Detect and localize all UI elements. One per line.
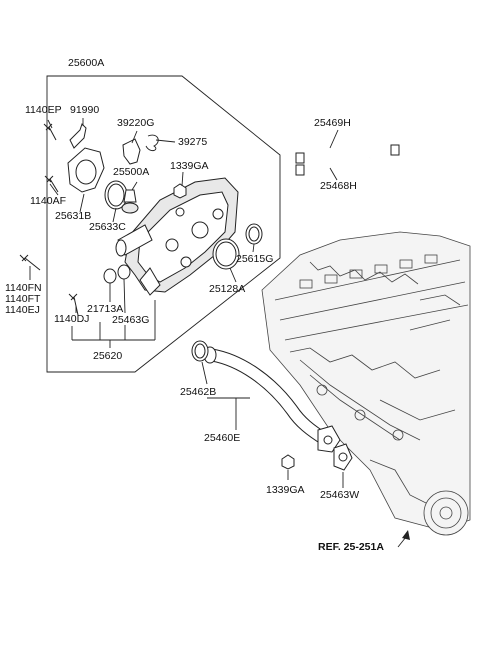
label-1339GA-top: 1339GA	[170, 160, 209, 172]
label-25128A: 25128A	[209, 283, 246, 295]
clip-drawing	[145, 134, 159, 152]
reference-label: REF. 25-251A	[318, 541, 384, 553]
label-25633C: 25633C	[89, 221, 126, 233]
thermostat-drawing	[121, 189, 139, 214]
label-25463W: 25463W	[320, 489, 360, 501]
nut-bottom-drawing	[281, 454, 295, 470]
label-39275: 39275	[178, 136, 208, 148]
label-25463G: 25463G	[112, 314, 150, 326]
nut-top-drawing	[173, 183, 187, 199]
label-1140DJ: 1140DJ	[54, 313, 90, 325]
label-25500A: 25500A	[113, 166, 150, 178]
label-25631B: 25631B	[55, 210, 92, 222]
cap-drawing	[103, 268, 117, 284]
label-1140EP: 1140EP	[25, 104, 62, 116]
water-outlet-housing-drawing	[115, 177, 239, 296]
label-1140AF: 1140AF	[30, 195, 66, 207]
label-25462B: 25462B	[180, 386, 217, 398]
label-25600A: 25600A	[68, 57, 105, 69]
heater-hoses-drawing	[295, 143, 400, 176]
water-pipe-drawing	[203, 346, 341, 453]
temp-sensor-drawing	[122, 138, 141, 165]
label-25469H: 25469H	[314, 117, 351, 129]
label-25620: 25620	[93, 350, 123, 362]
assembly-outline	[46, 75, 281, 373]
label-25615G: 25615G	[236, 253, 274, 265]
label-91990: 91990	[70, 104, 100, 116]
label-1140EJ: 1140EJ	[5, 304, 40, 316]
label-1140FN: 1140FN	[5, 282, 42, 294]
label-1140FT: 1140FT	[5, 293, 41, 305]
label-25460E: 25460E	[204, 432, 241, 444]
label-25468H: 25468H	[320, 180, 357, 192]
cap-2-drawing	[117, 264, 131, 280]
bracket-drawing	[69, 123, 87, 149]
label-39220G: 39220G	[117, 117, 155, 129]
leader-lines	[29, 118, 410, 548]
engine-block-drawing	[261, 231, 471, 536]
label-1339GA-bottom: 1339GA	[266, 484, 305, 496]
label-21713A: 21713A	[87, 303, 124, 315]
